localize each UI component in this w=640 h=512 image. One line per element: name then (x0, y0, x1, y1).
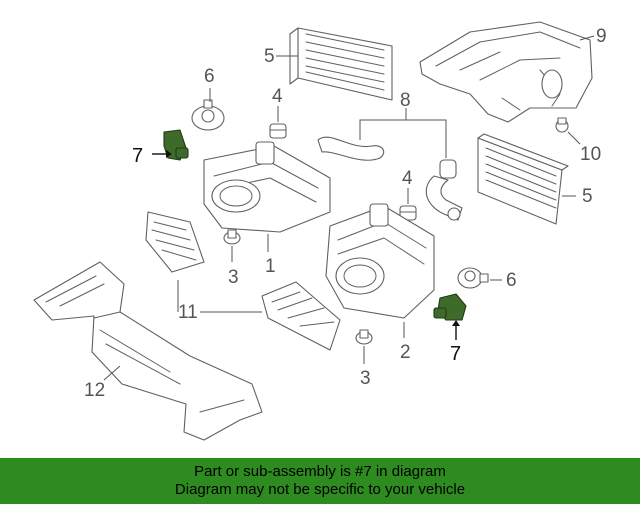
callout-1: 1 (265, 256, 276, 277)
info-banner: Part or sub-assembly is #7 in diagram Di… (0, 458, 640, 504)
highlighted-part-7-right (433, 293, 467, 321)
callout-5-right: 5 (582, 186, 593, 207)
callout-6-right: 6 (506, 270, 517, 291)
arrowhead-7-left (166, 150, 172, 158)
grommet-left (269, 123, 287, 139)
callout-7-right: 7 (450, 343, 461, 365)
callout-5-top: 5 (264, 46, 275, 67)
callout-8: 8 (400, 90, 411, 111)
callout-leader-8 (359, 108, 447, 158)
engine-cover (419, 21, 593, 123)
air-cleaner-housing-left (203, 141, 331, 233)
callout-leader-10 (567, 131, 581, 145)
callout-3-left: 3 (228, 267, 239, 288)
banner-line-1: Part or sub-assembly is #7 in diagram (194, 463, 446, 480)
sensor-right (457, 267, 489, 289)
banner-line-2: Diagram may not be specific to your vehi… (174, 481, 466, 498)
callout-leader-11 (177, 280, 262, 313)
callout-6-top: 6 (204, 66, 215, 87)
parts-diagram: 1 2 3 3 4 4 5 5 6 6 7 7 8 9 10 11 12 (33, 21, 607, 441)
hose-assembly (317, 136, 463, 221)
callout-2: 2 (400, 342, 411, 363)
intake-tray (33, 261, 263, 441)
air-cleaner-housing-right (325, 203, 435, 319)
arrowhead-7-right (452, 320, 460, 326)
callout-10: 10 (580, 144, 601, 165)
callout-leader-12 (103, 365, 121, 381)
callout-3-right: 3 (360, 368, 371, 389)
air-filter-element-right (477, 133, 569, 225)
bolt (555, 117, 569, 133)
air-duct-right (261, 281, 341, 351)
fastener-left (223, 229, 241, 245)
sensor-top (191, 99, 225, 131)
air-filter-element-top (289, 27, 393, 101)
fastener-right (355, 329, 373, 345)
air-duct-left (145, 211, 205, 273)
callout-11: 11 (178, 302, 198, 323)
callout-12: 12 (84, 380, 105, 401)
callout-9: 9 (596, 26, 607, 47)
callout-4-left: 4 (272, 86, 283, 107)
callout-4-right: 4 (402, 168, 413, 189)
callout-leader-9 (579, 35, 595, 41)
callout-7-left: 7 (132, 145, 143, 167)
